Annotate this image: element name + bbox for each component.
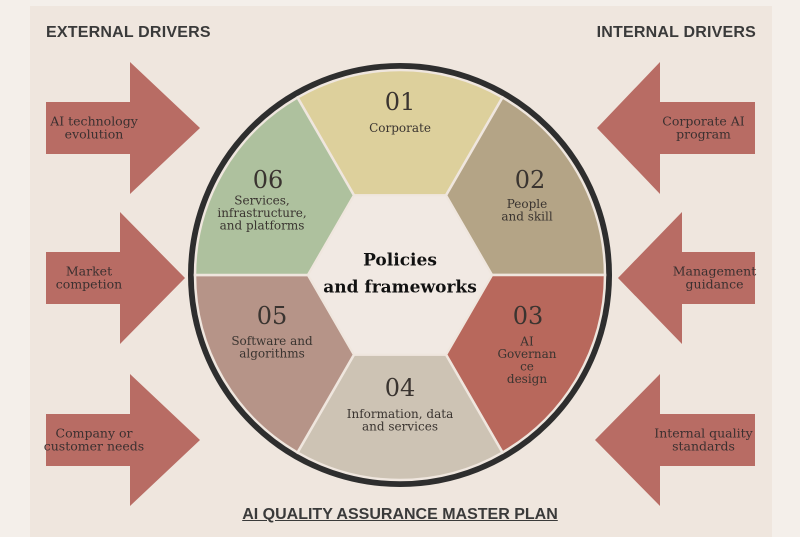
segment-label: Services,infrastructure,and platforms	[217, 194, 306, 233]
plan-segment-04	[295, 353, 505, 482]
segment-number: 06	[253, 166, 284, 194]
plan-segment-01	[295, 68, 505, 197]
external-driver-arrow	[46, 212, 185, 344]
plan-segment-03	[444, 273, 607, 455]
master-plan-title: AI QUALITY ASSURANCE MASTER PLAN	[242, 506, 558, 523]
wheel-ring	[188, 63, 612, 487]
plan-segment-06	[193, 95, 356, 277]
segment-number: 05	[257, 302, 288, 330]
segment-number: 01	[385, 88, 416, 116]
external-drivers-heading: EXTERNAL DRIVERS	[46, 24, 211, 41]
center-hexagon	[306, 194, 494, 356]
plan-segment-02	[444, 95, 607, 277]
segment-number: 03	[513, 302, 544, 330]
segment-number: 04	[385, 374, 416, 402]
internal-driver-arrow	[618, 212, 755, 344]
segment-number: 02	[515, 166, 546, 194]
internal-driver-arrow	[597, 62, 755, 194]
external-driver-arrow	[46, 374, 200, 506]
segment-label: Corporate	[369, 121, 431, 135]
external-driver-arrow	[46, 62, 200, 194]
plan-segment-05	[193, 273, 356, 455]
internal-driver-arrow	[595, 374, 755, 506]
internal-drivers-heading: INTERNAL DRIVERS	[596, 24, 756, 41]
